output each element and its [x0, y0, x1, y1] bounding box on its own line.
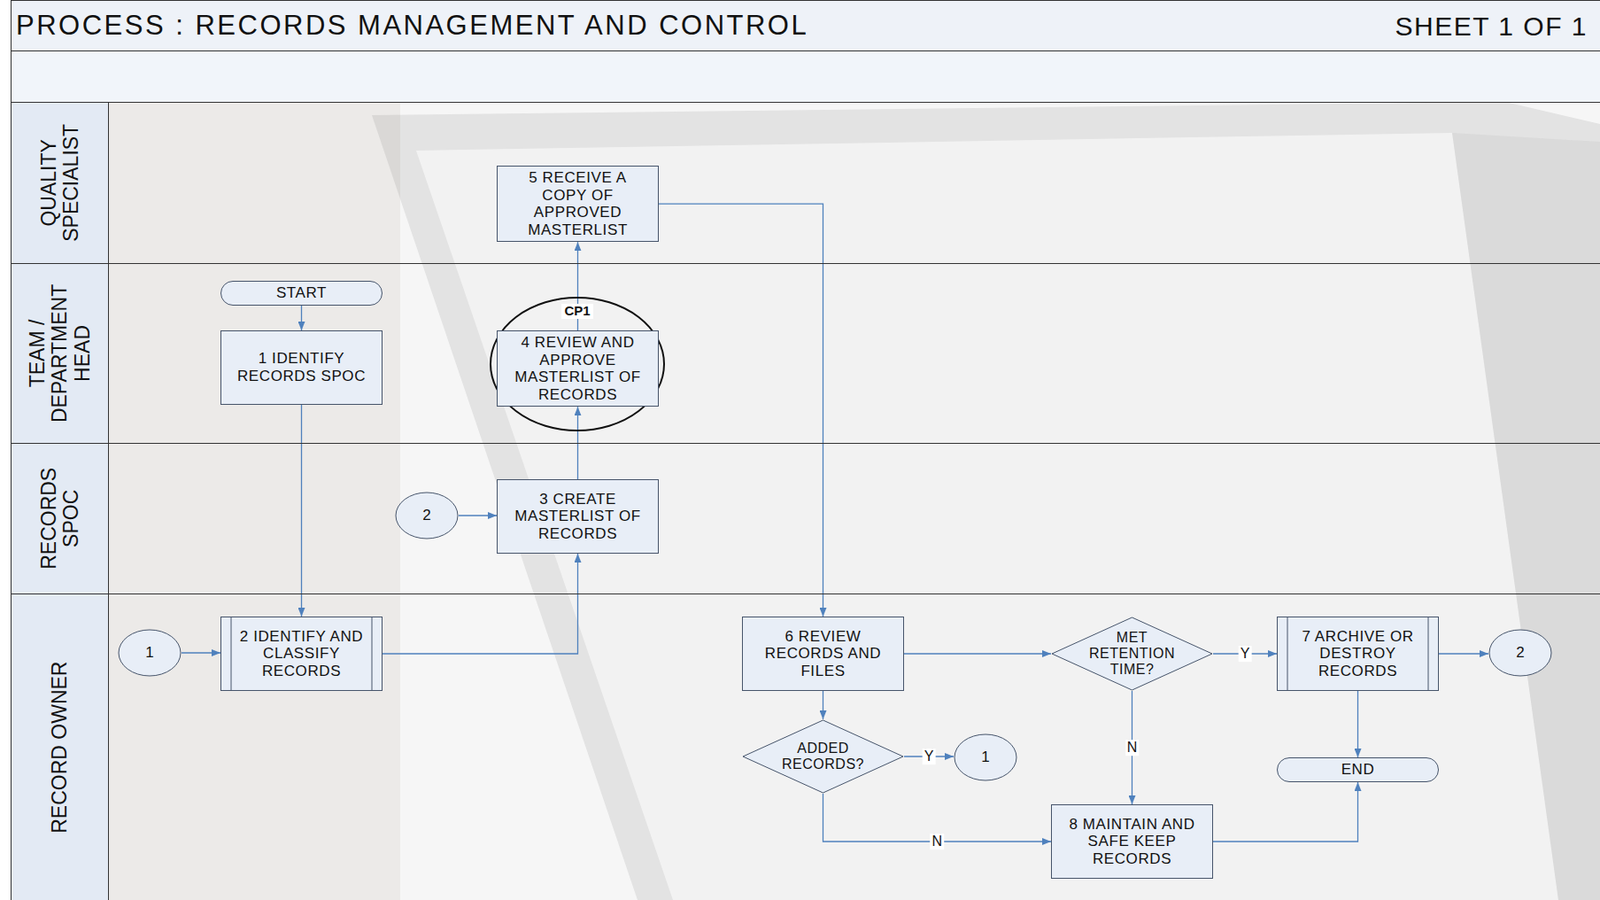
diamond-outline [742, 719, 904, 793]
lane-label: RECORD OWNER [48, 600, 71, 893]
flow-arrow [458, 514, 497, 516]
branch-label: Y [922, 748, 936, 765]
process-box: 6 REVIEW RECORDS AND FILES [742, 616, 905, 691]
process-box: 4 REVIEW AND APPROVE MASTERLIST OF RECOR… [496, 330, 659, 407]
photo-blur [108, 101, 401, 900]
connector-ellipse [954, 734, 1017, 781]
title-bar: PROCESS : RECORDS MANAGEMENT AND CONTROL… [10, 0, 1600, 52]
node-label: START [228, 284, 375, 302]
side-bar [1287, 617, 1289, 690]
node-label: 5 RECEIVE A COPY OF APPROVED MASTERLIST [504, 169, 651, 239]
branch-label: Y [1238, 645, 1253, 662]
lane-header: RECORDS SPOC [11, 443, 109, 594]
side-bar [231, 617, 232, 690]
control-point-ring [490, 297, 665, 431]
branch-label: N [929, 833, 944, 850]
node-label: END [1284, 760, 1431, 779]
connector-circle: 2 [1488, 628, 1553, 677]
node-label: 4 REVIEW AND APPROVE MASTERLIST OF RECOR… [504, 333, 651, 403]
flow-arrow [658, 203, 824, 617]
terminator: END [1276, 757, 1439, 782]
node-label: 2 [1515, 644, 1524, 662]
flow-arrow [301, 305, 302, 331]
node-label: 8 MAINTAIN AND SAFE KEEP RECORDS [1058, 815, 1206, 868]
lane-header: RECORD OWNER [11, 594, 109, 900]
node-label: 6 REVIEW RECORDS AND FILES [749, 627, 897, 681]
process-box: 8 MAINTAIN AND SAFE KEEP RECORDS [1051, 803, 1214, 879]
swimlane: RECORD OWNER 1 2 IDENTIFY AND CLASSIFY REC… [10, 593, 1600, 900]
photo-ground [108, 101, 1600, 900]
swimlane: QUALITY SPECIALIST 5 RECEIVE A COPY OF AP… [10, 101, 1600, 263]
laptop-screen [416, 132, 1559, 900]
node-label: ADDED RECORDS? [770, 740, 877, 773]
flow-arrow [904, 652, 1052, 654]
laptop-bezel [371, 101, 1600, 900]
title: PROCESS : RECORDS MANAGEMENT AND CONTROL [15, 10, 809, 41]
lane-label: RECORDS SPOC [37, 450, 83, 588]
diamond-outline [1051, 617, 1213, 690]
flow-arrow [1438, 652, 1489, 654]
node-label: 3 CREATE MASTERLIST OF RECORDS [504, 490, 651, 543]
process-box: 5 RECEIVE A COPY OF APPROVED MASTERLIST [496, 165, 659, 242]
connector-ellipse [1489, 629, 1552, 676]
node-label: 7 ARCHIVE OR DESTROY RECORDS [1290, 627, 1426, 681]
lane-header: TEAM / DEPARTMENT HEAD [11, 263, 109, 443]
node-label: 1 IDENTIFY RECORDS SPOC [228, 349, 375, 385]
branch-label: N [1125, 739, 1140, 756]
process-box: 1 IDENTIFY RECORDS SPOC [220, 330, 383, 405]
side-bar [1428, 617, 1430, 690]
node-label: 2 [422, 507, 431, 525]
header-band [10, 50, 1600, 103]
decision-diamond: ADDED RECORDS? [742, 718, 905, 794]
lane-label: QUALITY SPECIALIST [37, 109, 83, 257]
flow-arrow [1213, 781, 1359, 842]
lane-label: TEAM / DEPARTMENT HEAD [26, 270, 94, 436]
process-box: 3 CREATE MASTERLIST OF RECORDS [496, 479, 659, 554]
predefined-process: 2 IDENTIFY AND CLASSIFY RECORDS [220, 616, 383, 691]
connector-circle: 2 [394, 491, 459, 540]
swimlane: RECORDS SPOC 2 3 CREATE MASTERLIST OF RECO… [10, 442, 1600, 594]
connector-circle: 1 [117, 628, 182, 677]
flow-arrow [301, 404, 302, 617]
node-label: MET RETENTION TIME? [1079, 629, 1186, 678]
control-point-label: CP1 [561, 303, 593, 319]
lane-header: QUALITY SPECIALIST [11, 102, 109, 263]
connector-ellipse [118, 629, 181, 676]
swimlane: TEAM / DEPARTMENT HEAD START 1 IDENTIFY RE… [10, 262, 1600, 443]
node-label: 1 [981, 749, 990, 766]
connector-ellipse [395, 492, 458, 539]
flow-arrow [822, 690, 824, 719]
node-label: 1 [145, 644, 154, 662]
terminator: START [220, 280, 383, 306]
predefined-process: 7 ARCHIVE OR DESTROY RECORDS [1276, 616, 1439, 691]
flow-arrow [1357, 690, 1359, 758]
node-label: 2 IDENTIFY AND CLASSIFY RECORDS [233, 627, 370, 681]
laptop-edge [1452, 132, 1600, 900]
decision-diamond: MET RETENTION TIME? [1051, 616, 1214, 691]
flow-arrow [382, 553, 579, 654]
sheet-number: SHEET 1 OF 1 [1394, 11, 1588, 41]
control-point: CP1 4 REVIEW AND APPROVE MASTERLIST OF RE… [489, 296, 665, 432]
flow-arrow [181, 651, 221, 653]
side-bar [371, 617, 373, 690]
connector-circle: 1 [953, 733, 1018, 781]
